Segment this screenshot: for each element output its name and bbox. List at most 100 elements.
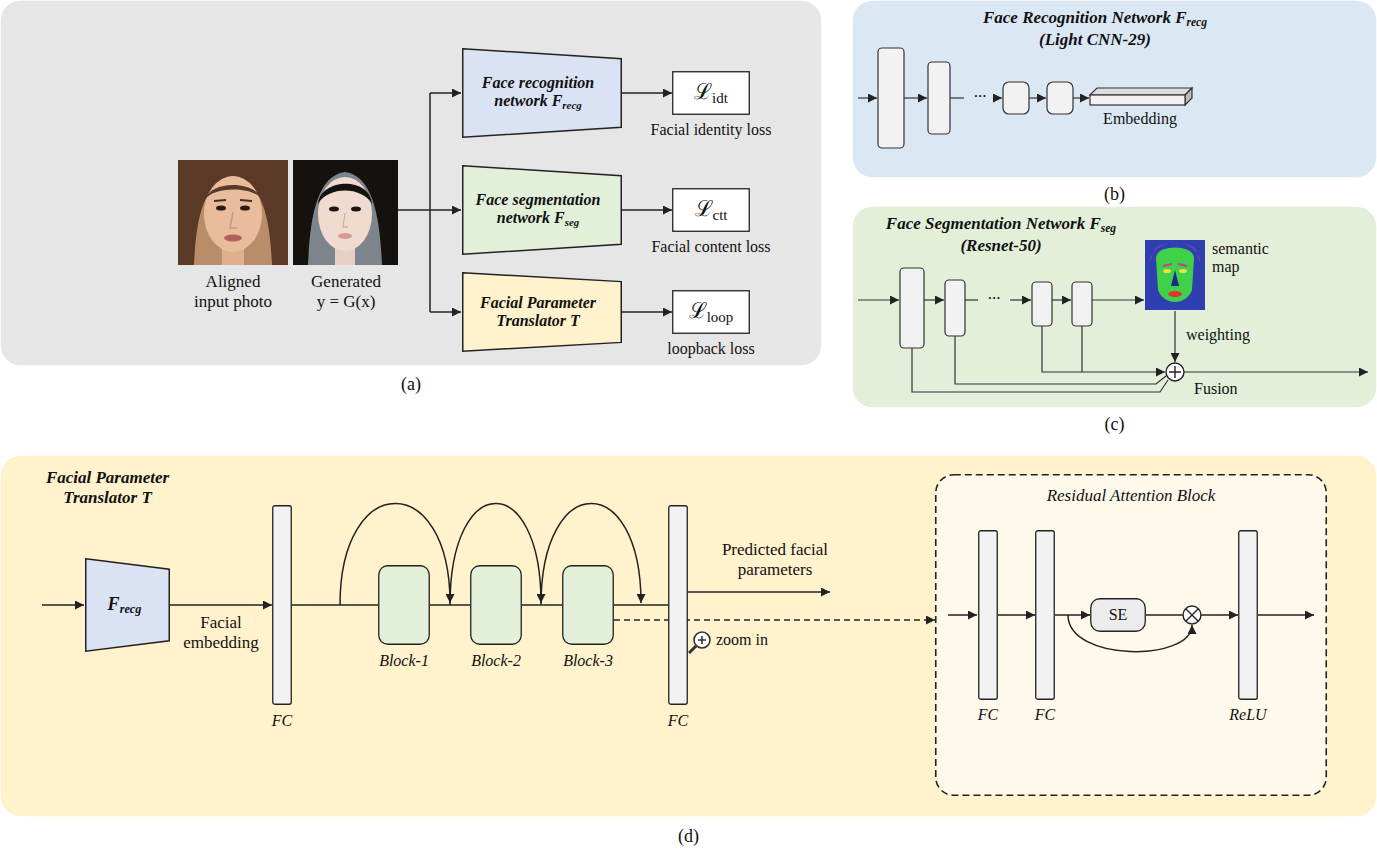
shape-outline bbox=[563, 566, 614, 645]
generated-photo-part bbox=[338, 233, 352, 239]
node-text: SE bbox=[1109, 606, 1128, 623]
connector bbox=[998, 614, 1035, 616]
semantic-map-part bbox=[1171, 270, 1179, 286]
subscript-text: seg bbox=[565, 216, 580, 228]
skip-connections-part bbox=[688, 591, 830, 593]
shape-outline bbox=[1239, 531, 1258, 700]
fc-layer: FC bbox=[1035, 530, 1055, 700]
text-line: ℒctt bbox=[695, 196, 728, 224]
node-text: Block-1 bbox=[379, 652, 429, 669]
light-cnn-layers-part bbox=[1090, 95, 1185, 105]
zoom-icon-part bbox=[689, 646, 696, 653]
sum-symbol bbox=[1166, 363, 1184, 381]
split-lines-part bbox=[430, 311, 461, 313]
connector bbox=[1055, 614, 1090, 616]
text-group: (d) bbox=[0, 826, 1377, 847]
semantic-map-part bbox=[1163, 264, 1187, 266]
residual-block-shape bbox=[378, 565, 430, 645]
se-module: SE bbox=[1090, 598, 1146, 632]
sum-symbol-part bbox=[1169, 366, 1181, 378]
label-box: Embedding bbox=[1090, 110, 1190, 128]
light-cnn-layers-part bbox=[1090, 88, 1192, 95]
node-text: (Resnet-50) bbox=[866, 236, 1136, 256]
loss-box: ℒcttFacial content loss bbox=[672, 188, 750, 232]
label-text: Aligned input photo bbox=[194, 272, 272, 311]
node-text: ReLU bbox=[1229, 706, 1266, 723]
label-box: Predicted facial parameters bbox=[700, 540, 850, 579]
input-photo-part bbox=[240, 205, 250, 210]
connector bbox=[430, 604, 470, 606]
light-cnn-layers-part bbox=[1073, 97, 1089, 98]
fc-layer: ReLU bbox=[1238, 530, 1258, 700]
subscript-text: loop bbox=[707, 309, 734, 325]
node-text: (b) bbox=[1104, 184, 1125, 204]
network-trapezoid: Face recognition network Frecg bbox=[462, 48, 622, 138]
node-text: loopback loss bbox=[667, 340, 755, 357]
node-text: ℒ bbox=[694, 79, 712, 104]
resnet-layers-part bbox=[912, 348, 1168, 392]
label-box: ... bbox=[965, 82, 995, 102]
input-photo-part bbox=[204, 176, 262, 252]
input-photo-part bbox=[216, 205, 226, 210]
shape-outline bbox=[1, 456, 1377, 817]
node-text: Block-3 bbox=[563, 652, 613, 669]
connector bbox=[614, 619, 935, 621]
text-group: FC bbox=[638, 712, 718, 730]
multiply-symbol-part bbox=[1186, 609, 1198, 621]
zoom-icon bbox=[689, 632, 710, 653]
node-text: ℒ bbox=[695, 196, 713, 221]
resnet-layers-part bbox=[1010, 299, 1031, 300]
text-group: Frecg bbox=[85, 558, 170, 652]
text-line: Facial Parameter Translator T bbox=[470, 294, 606, 331]
shape-outline bbox=[673, 72, 750, 115]
network-trapezoid: Facial Parameter Translator T bbox=[462, 272, 622, 352]
text-line: ℒloop bbox=[689, 298, 734, 326]
text-group: Block-1 bbox=[354, 652, 454, 670]
loss-box: ℒidtFacial identity loss bbox=[672, 71, 750, 115]
text-group: Face Recognition Network Frecg(Light CNN… bbox=[960, 8, 1230, 49]
label-box: Aligned input photo bbox=[187, 272, 279, 311]
trapezoid-outline bbox=[86, 559, 170, 652]
edge-label: Facial embedding bbox=[183, 613, 259, 652]
text-group: Face recognition network Frecg bbox=[462, 48, 622, 138]
resnet-layers-part bbox=[1032, 282, 1052, 326]
node-text: (a) bbox=[401, 374, 421, 394]
subscript-text: recg bbox=[120, 602, 142, 616]
text-group: FC bbox=[948, 706, 1028, 724]
skip-connections-part bbox=[42, 604, 84, 606]
resnet-layers bbox=[858, 268, 1368, 392]
light-cnn-layers-part bbox=[1047, 82, 1073, 114]
label-text: Generated y = G(x) bbox=[311, 272, 381, 311]
network-trapezoid: Frecg bbox=[85, 558, 170, 652]
zoom-icon-part bbox=[694, 632, 710, 648]
text-line: SE bbox=[1109, 606, 1128, 624]
residual-block: Block-3 bbox=[562, 565, 614, 645]
generated-photo-part bbox=[343, 213, 348, 227]
label-text: Predicted facial parameters bbox=[722, 540, 828, 579]
semantic-map-part bbox=[1156, 248, 1194, 303]
text-group: Face segmentation network Fseg bbox=[462, 165, 622, 255]
resnet-layers-part bbox=[1052, 299, 1071, 300]
generated-photo-part bbox=[293, 160, 398, 265]
text-group: Facial Parameter Translator T bbox=[462, 272, 622, 352]
text-group: Face Segmentation Network Fseg(Resnet-50… bbox=[866, 214, 1136, 255]
residual-block: Block-1 bbox=[378, 565, 430, 645]
shape-outline bbox=[673, 189, 750, 232]
text-group: (c) bbox=[852, 414, 1377, 435]
text-group: loopback loss bbox=[630, 340, 792, 358]
connector bbox=[622, 92, 672, 94]
split-lines-part bbox=[398, 209, 430, 211]
multiply-symbol-part bbox=[1183, 606, 1201, 624]
label-box: Generated y = G(x) bbox=[306, 272, 386, 311]
trapezoid-outline bbox=[463, 166, 622, 255]
node-text: Face Recognition Network F bbox=[983, 8, 1187, 27]
node-text: Facial content loss bbox=[651, 238, 770, 255]
resnet-layers-part bbox=[924, 299, 944, 300]
split-lines bbox=[398, 93, 461, 312]
node-text: Facial Parameter Translator T bbox=[46, 468, 169, 507]
text-group: Facial content loss bbox=[630, 238, 792, 256]
trapezoid-outline bbox=[463, 273, 622, 352]
fc-layer-shape bbox=[978, 530, 998, 700]
text-group: ℒidt bbox=[672, 71, 750, 115]
light-cnn-layers bbox=[858, 48, 1192, 148]
